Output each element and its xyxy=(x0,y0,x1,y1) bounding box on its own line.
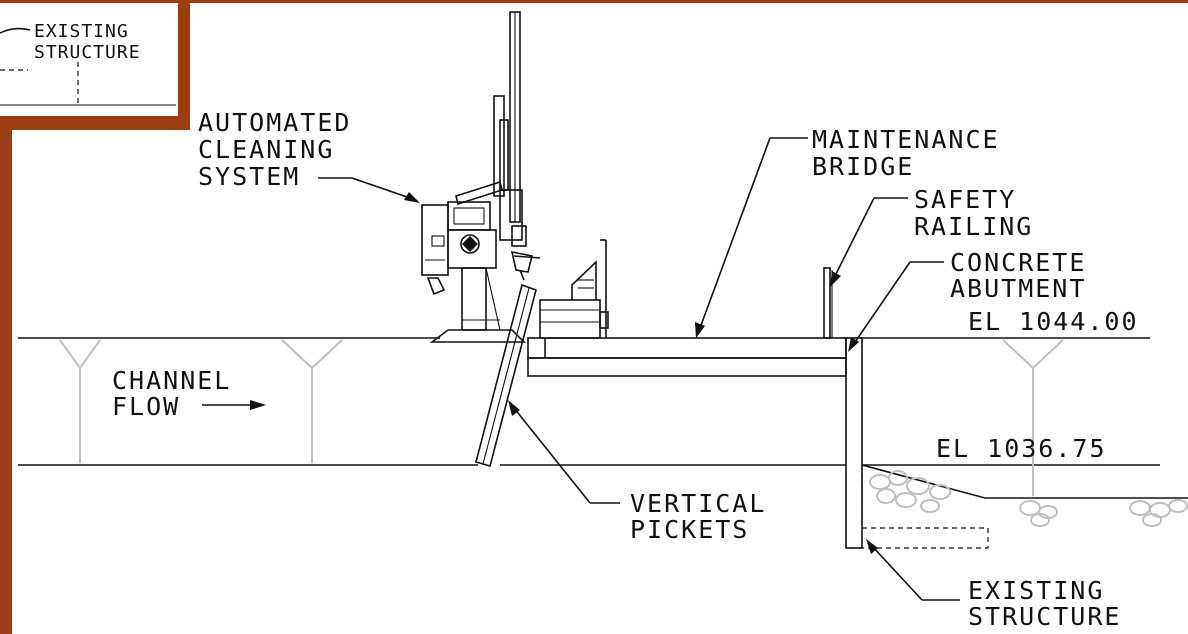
bridge-girder xyxy=(527,357,847,377)
border-inset-vertical xyxy=(178,0,190,130)
maintenance-bridge-shape xyxy=(527,337,847,377)
label-railing-1: SAFETY xyxy=(914,185,1016,214)
gearbox xyxy=(447,229,497,269)
inset-existing-structure: EXISTING STRUCTURE xyxy=(0,21,176,106)
label-elevation-top: EL 1044.00 xyxy=(968,307,1139,336)
cabinet-light xyxy=(426,277,446,296)
safety-railing-shape xyxy=(823,267,833,339)
inset-label-line-2: STRUCTURE xyxy=(34,42,141,63)
picket-bar-inner xyxy=(482,287,530,465)
label-pickets-2: PICKETS xyxy=(630,515,749,544)
channel-lines xyxy=(18,337,1188,499)
water-marker-1 xyxy=(59,339,101,463)
machine-arm-upper xyxy=(493,95,505,197)
label-channel-flow-1: CHANNEL xyxy=(112,366,231,395)
inset-label-line-1: EXISTING xyxy=(34,21,129,42)
label-abutment-2: ABUTMENT xyxy=(950,274,1086,303)
label-cleaning-2: CLEANING xyxy=(198,135,334,164)
label-abutment-1: CONCRETE xyxy=(950,248,1086,277)
abutment-footing-dashed xyxy=(846,527,989,549)
picket-bar xyxy=(475,283,537,467)
abutment-wall xyxy=(845,337,863,549)
trash-bin xyxy=(539,239,609,339)
machine-pedestal xyxy=(461,267,487,331)
machine-base xyxy=(429,329,526,343)
border-inset-horizontal xyxy=(0,116,190,130)
label-channel-flow-2: FLOW xyxy=(112,392,180,421)
inset-leader xyxy=(0,27,31,34)
downstream-slope xyxy=(861,464,1188,499)
label-existing-2: STRUCTURE xyxy=(968,602,1121,631)
label-bridge-2: BRIDGE xyxy=(812,152,914,181)
label-railing-2: RAILING xyxy=(914,212,1033,241)
riprap-stones xyxy=(869,470,1188,527)
bin-body xyxy=(539,299,601,339)
label-bridge-1: MAINTENANCE xyxy=(812,125,1000,154)
label-pickets-1: VERTICAL xyxy=(630,489,766,518)
label-elevation-bottom: EL 1036.75 xyxy=(936,434,1107,463)
machine-boom xyxy=(455,180,503,206)
label-cleaning-1: AUTOMATED xyxy=(198,108,351,137)
water-marker-3 xyxy=(1002,339,1064,496)
automated-cleaning-machine xyxy=(421,11,541,343)
railing-post xyxy=(823,267,831,339)
label-existing-1: EXISTING xyxy=(968,576,1104,605)
vertical-pickets-shape xyxy=(475,283,537,467)
border-left xyxy=(0,116,12,634)
border-top xyxy=(0,0,1188,3)
rake-head xyxy=(510,250,533,273)
text-labels: AUTOMATED CLEANING SYSTEM MAINTENANCE BR… xyxy=(112,108,1139,631)
water-level-markers xyxy=(59,339,1064,496)
water-marker-2 xyxy=(281,339,343,463)
bridge-deck xyxy=(527,337,847,359)
bin-back xyxy=(571,260,597,300)
arm-joint xyxy=(499,189,523,241)
leaders xyxy=(202,137,960,601)
label-cleaning-3: SYSTEM xyxy=(198,162,300,191)
concrete-abutment-shape xyxy=(845,337,989,549)
